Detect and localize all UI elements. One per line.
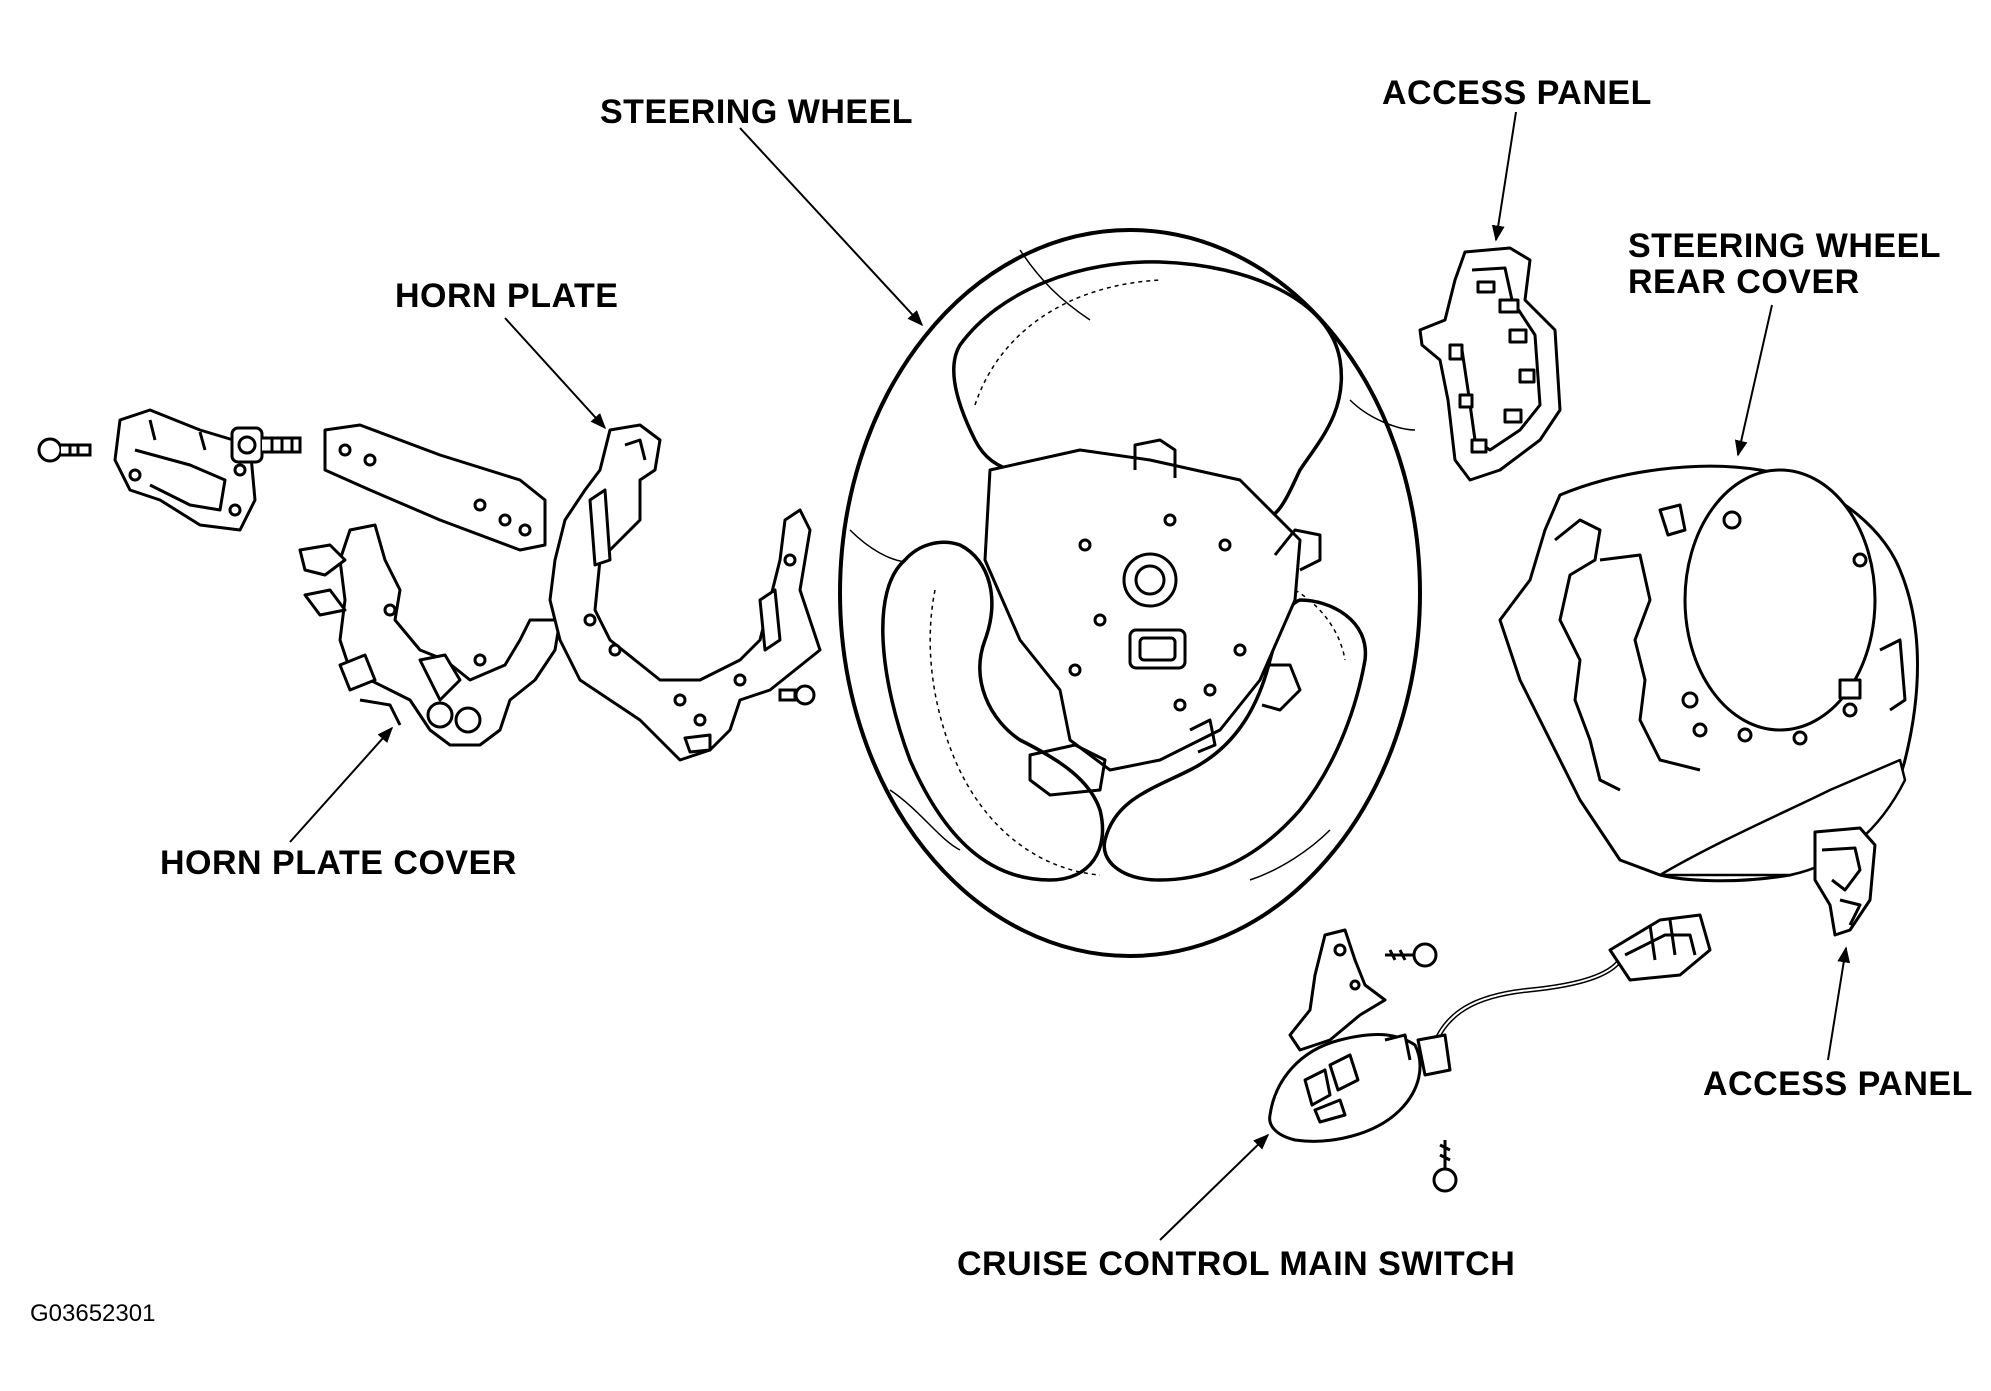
arrow-cruise-control <box>1159 1133 1270 1241</box>
access-panel-top-part <box>1418 246 1562 482</box>
arrow-access-panel-bottom <box>1827 946 1851 1061</box>
label-access-panel-bottom: ACCESS PANEL <box>1703 1065 1973 1103</box>
label-cruise-control-main-switch: CRUISE CONTROL MAIN SWITCH <box>957 1245 1516 1283</box>
bolt-far-left <box>37 437 92 463</box>
steering-wheel-rear-cover-part <box>1498 464 1919 883</box>
arrow-horn-plate-cover <box>289 726 394 843</box>
left-bracket-part <box>113 408 257 532</box>
label-steering-wheel: STEERING WHEEL <box>600 93 914 131</box>
horn-plate-part <box>323 423 822 762</box>
cruise-control-switch-part <box>1268 913 1712 1193</box>
arrow-steering-wheel <box>739 127 924 327</box>
small-bolt-horn-plate <box>778 684 816 706</box>
label-horn-plate: HORN PLATE <box>395 277 619 315</box>
label-access-panel-top: ACCESS PANEL <box>1382 74 1652 112</box>
label-rear-cover-line1: STEERING WHEEL <box>1628 227 1942 265</box>
socket-bolt <box>230 426 302 464</box>
steering-wheel-part <box>838 228 1422 958</box>
label-horn-plate-cover: HORN PLATE COVER <box>160 844 517 882</box>
label-rear-cover-line2: REAR COVER <box>1628 263 1860 301</box>
leader-arrows <box>289 111 1851 1241</box>
horn-plate-cover-part <box>298 523 562 747</box>
access-panel-bottom-part <box>1813 826 1877 937</box>
arrow-horn-plate <box>504 317 607 430</box>
arrow-access-panel-top <box>1491 111 1517 242</box>
arrow-rear-cover <box>1734 304 1773 457</box>
figure-code: G03652301 <box>30 1300 156 1327</box>
